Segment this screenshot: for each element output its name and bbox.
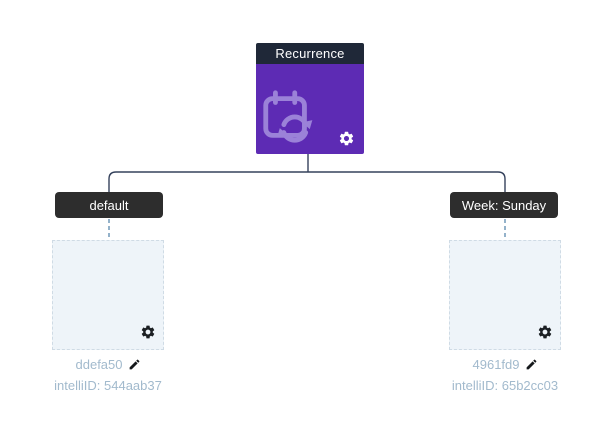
connector-bracket (108, 171, 506, 192)
branch-caption-week-sunday: 4961fd9 intelliID: 65b2cc03 (415, 354, 595, 396)
gear-icon[interactable] (338, 130, 355, 147)
gear-icon[interactable] (537, 324, 553, 340)
branch-placeholder-default[interactable] (52, 240, 164, 350)
gear-icon[interactable] (140, 324, 156, 340)
edit-pencil-icon[interactable] (525, 358, 538, 371)
recurrence-node-body (256, 64, 364, 154)
edit-pencil-icon[interactable] (128, 358, 141, 371)
branch-label-week-sunday[interactable]: Week: Sunday (450, 192, 558, 218)
branch-id: 4961fd9 (472, 357, 520, 372)
branch-caption-default: ddefa50 intelliID: 544aab37 (18, 354, 198, 396)
calendar-sync-icon (263, 90, 313, 143)
branch-label-default[interactable]: default (55, 192, 163, 218)
branch-id: ddefa50 (75, 357, 123, 372)
branch-intelli-id: intelliID: 65b2cc03 (451, 378, 559, 393)
branch-intelli-id: intelliID: 544aab37 (54, 378, 162, 393)
recurrence-node[interactable]: Recurrence (256, 43, 364, 154)
branch-placeholder-week-sunday[interactable] (449, 240, 561, 350)
recurrence-node-title: Recurrence (256, 43, 364, 64)
